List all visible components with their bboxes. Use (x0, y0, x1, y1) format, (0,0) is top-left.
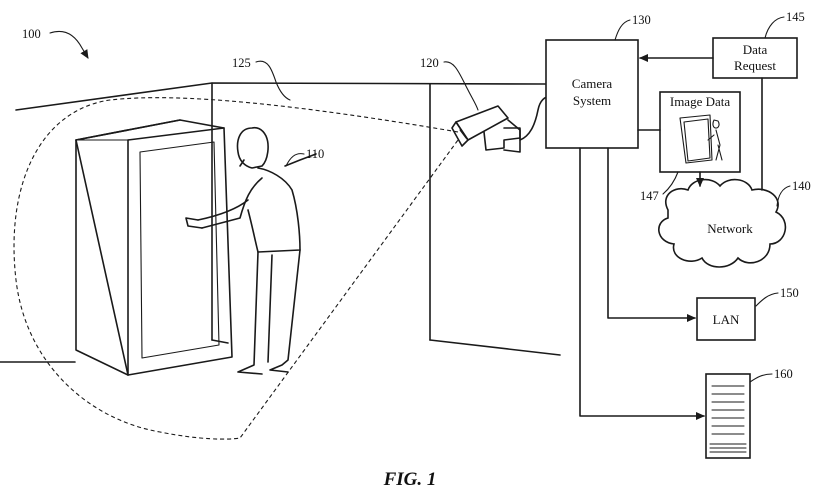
data-request-label-1: Data (743, 42, 768, 57)
ref-145-leader (764, 16, 785, 39)
room-walls (0, 82, 561, 363)
ref-130: 130 (632, 13, 651, 27)
ref-145: 145 (786, 10, 805, 24)
cabinet (75, 119, 233, 376)
ref-140-leader (776, 185, 791, 207)
field-of-view (13, 97, 459, 440)
person (185, 126, 317, 375)
ref-140: 140 (792, 179, 811, 193)
ref-147: 147 (640, 189, 659, 203)
ref-130-leader (614, 19, 631, 41)
ref-125: 125 (232, 56, 251, 70)
ref-125-leader (255, 60, 291, 101)
ref-147-leader (662, 171, 679, 195)
ref-150-leader (755, 292, 779, 307)
ref-160-leader (749, 373, 773, 383)
connectors (579, 54, 763, 420)
camera-system-label-1: Camera (572, 76, 613, 91)
data-request-block (712, 37, 798, 79)
server-icon (705, 373, 751, 459)
image-data-block (659, 91, 741, 173)
lan-label: LAN (713, 312, 740, 327)
camera-system-block (545, 39, 639, 149)
ref-110: 110 (306, 147, 324, 161)
ref-100: 100 (22, 27, 41, 41)
ref-100-leader (49, 30, 89, 59)
camera-system-label-2: System (573, 93, 611, 108)
ref-120-leader (443, 61, 479, 111)
ref-120: 120 (420, 56, 439, 70)
figure-caption: FIG. 1 (383, 469, 437, 490)
data-request-label-2: Request (734, 58, 776, 73)
image-data-thumbnail (679, 114, 723, 164)
network-label: Network (707, 221, 753, 236)
lan-block (696, 297, 756, 341)
ref-150: 150 (780, 286, 799, 300)
ref-160: 160 (774, 367, 793, 381)
camera-icon (451, 95, 553, 153)
ref-110-leader (285, 153, 305, 167)
image-data-label: Image Data (670, 94, 731, 109)
